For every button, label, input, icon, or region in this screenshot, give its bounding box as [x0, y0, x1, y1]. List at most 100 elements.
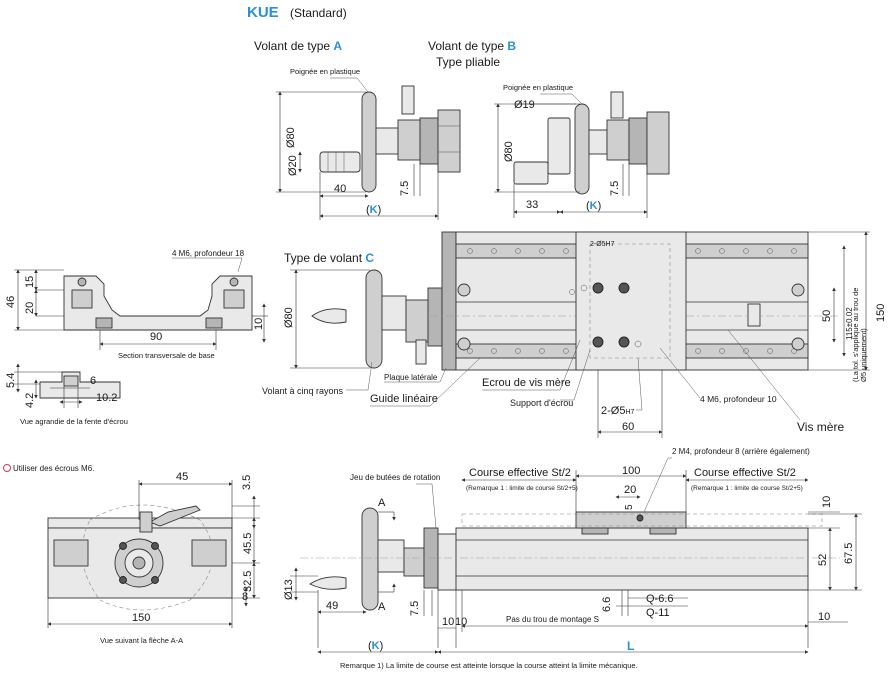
q11-label: Q-11 — [646, 607, 670, 619]
side-dim6-6: 6.6 — [601, 597, 613, 612]
a-mark-top: A — [378, 497, 386, 509]
end-dim3-5: 3.5 — [241, 475, 253, 490]
handwheel-side — [361, 91, 377, 193]
base-section-view: 4 M6, profondeur 18 46 15 20 90 10 Secti… — [5, 249, 268, 360]
side-plate — [419, 117, 439, 165]
handle-c-title: Type de volant C — [284, 251, 374, 265]
grip-leader — [330, 77, 369, 93]
screw-end — [747, 303, 761, 327]
tol-note-2: Ø5 uniquement) — [859, 328, 868, 382]
guide-holes-top — [467, 248, 797, 354]
base-d20: 20 — [24, 302, 36, 314]
model-variant: (Standard) — [290, 6, 347, 20]
top-dim60: 60 — [622, 421, 634, 433]
end-dim45: 45 — [176, 471, 188, 483]
slot-d5-4: 5.4 — [5, 373, 17, 388]
handle-a-title: Volant de type A — [254, 39, 342, 53]
caution-icon — [3, 464, 11, 472]
table-top — [575, 231, 687, 371]
linear-guide-label: Guide linéaire — [370, 393, 438, 405]
m6-tap-label: 4 M6, profondeur 10 — [700, 394, 777, 404]
mount-pitch: Pas du trou de montage S — [506, 615, 599, 624]
top-dim50: 50 — [821, 310, 833, 322]
top-dim150: 150 — [875, 304, 887, 322]
end-dim32-5: 32.5 — [242, 571, 254, 592]
footnote: Remarque 1) La limite de course est atte… — [340, 661, 638, 670]
slot-d10-2: 10.2 — [96, 392, 117, 404]
side-dim67-5: 67.5 — [843, 543, 855, 564]
base-tap-note: 4 M6, profondeur 18 — [172, 249, 245, 258]
base-d15: 15 — [24, 276, 36, 288]
side-dim10-a: 10 — [442, 616, 454, 628]
end-view: 45 3.5 45.5 32.5 8 150 Vue suivant la fl… — [47, 471, 260, 645]
side-d13: Ø13 — [283, 579, 295, 600]
tol-115: 115±0.02 — [845, 307, 854, 340]
nut-support-label: Support d'écrou — [510, 398, 573, 408]
side-dim10-top: 10 — [821, 496, 833, 508]
slot-d6: 6 — [90, 375, 96, 387]
lead-screw-label: Vis mère — [797, 420, 844, 434]
handle-a-d80: Ø80 — [285, 127, 297, 148]
handle-type-c-view: Type de volant C Ø80 Volant à cinq rayon… — [262, 251, 443, 396]
handle-b-title: Volant de type B — [428, 39, 516, 53]
folded-knob — [513, 161, 549, 185]
end-dim8: 8 — [242, 591, 248, 603]
side-body — [455, 527, 809, 591]
handle-a-dim7-5: 7.5 — [399, 181, 411, 196]
slot-caption: Vue agrandie de la fente d'écrou — [20, 417, 128, 426]
slot-d4-2: 4.2 — [24, 393, 36, 408]
stroke-left: Course effective St/2 — [469, 467, 571, 479]
side-dim49: 49 — [326, 600, 338, 612]
svg-text:2-Ø5H7: 2-Ø5H7 — [590, 241, 615, 248]
side-dim5: 5 — [624, 504, 635, 510]
side-knob — [309, 576, 347, 590]
side-table — [575, 511, 687, 529]
stopper-label: Jeu de butées de rotation — [350, 473, 440, 482]
handle-b-k: (K) — [586, 200, 601, 212]
base-profile — [63, 275, 253, 331]
nut-slot-detail: 5.4 4.2 6 10.2 Vue agrandie de la fente … — [3, 363, 128, 473]
hub — [375, 127, 399, 155]
handle-a-grip-note: Poignée en plastique — [290, 67, 360, 76]
coupling — [397, 119, 421, 161]
handle-b-dim33: 33 — [526, 199, 538, 211]
m6-bolt — [592, 282, 604, 294]
handle-c-d80: Ø80 — [283, 307, 295, 328]
slot-profile — [39, 371, 121, 399]
side-wheel — [361, 507, 379, 611]
end-dim45-5: 45.5 — [242, 533, 254, 554]
folding-grip — [547, 117, 571, 175]
end-lever — [148, 505, 201, 527]
a-mark-bottom: A — [378, 601, 386, 613]
handle-b-d19: Ø19 — [514, 99, 535, 111]
base-d10: 10 — [253, 318, 265, 330]
five-spoke-wheel — [365, 269, 383, 369]
handle-a-d20: Ø20 — [287, 155, 299, 176]
end-caption: Vue suivant la flèche A-A — [100, 636, 183, 645]
side-plate-label: Plaque latérale — [384, 373, 438, 382]
base-d46: 46 — [5, 296, 17, 308]
q66-label: Q-6.6 — [646, 593, 674, 605]
side-dim20: 20 — [624, 484, 636, 496]
remark-left: (Remarque 1 : limite de course St/2+5) — [466, 485, 578, 492]
handle-type-a-view: Volant de type A Poignée en plastique Ø8… — [254, 39, 461, 220]
stopper-lever — [401, 85, 415, 115]
handle-b-grip-note: Poignée en plastique — [503, 83, 573, 92]
screw-nut-label: Ecrou de vis mère — [482, 377, 571, 389]
handle-b-d80: Ø80 — [503, 141, 515, 162]
stroke-right: Course effective St/2 — [694, 467, 796, 479]
side-dim100: 100 — [622, 465, 640, 477]
side-l: L — [627, 639, 634, 653]
handle-type-b-view: Volant de type B Type pliable Poignée en… — [428, 39, 670, 218]
handle-a-k: (K) — [366, 204, 381, 216]
end-dim150: 150 — [132, 612, 150, 624]
handle-a-dim40: 40 — [334, 183, 346, 195]
c-knob — [311, 308, 347, 324]
side-dim10-r: 10 — [818, 611, 830, 623]
top-view: 2-Ø5H7 150 (La tol. s'applique au trou d… — [370, 231, 887, 438]
side-k: (K) — [368, 640, 383, 652]
side-dim7-5: 7.5 — [409, 601, 421, 616]
body-end — [437, 109, 461, 173]
nut-note: Utiliser des écrous M6. — [13, 464, 94, 473]
